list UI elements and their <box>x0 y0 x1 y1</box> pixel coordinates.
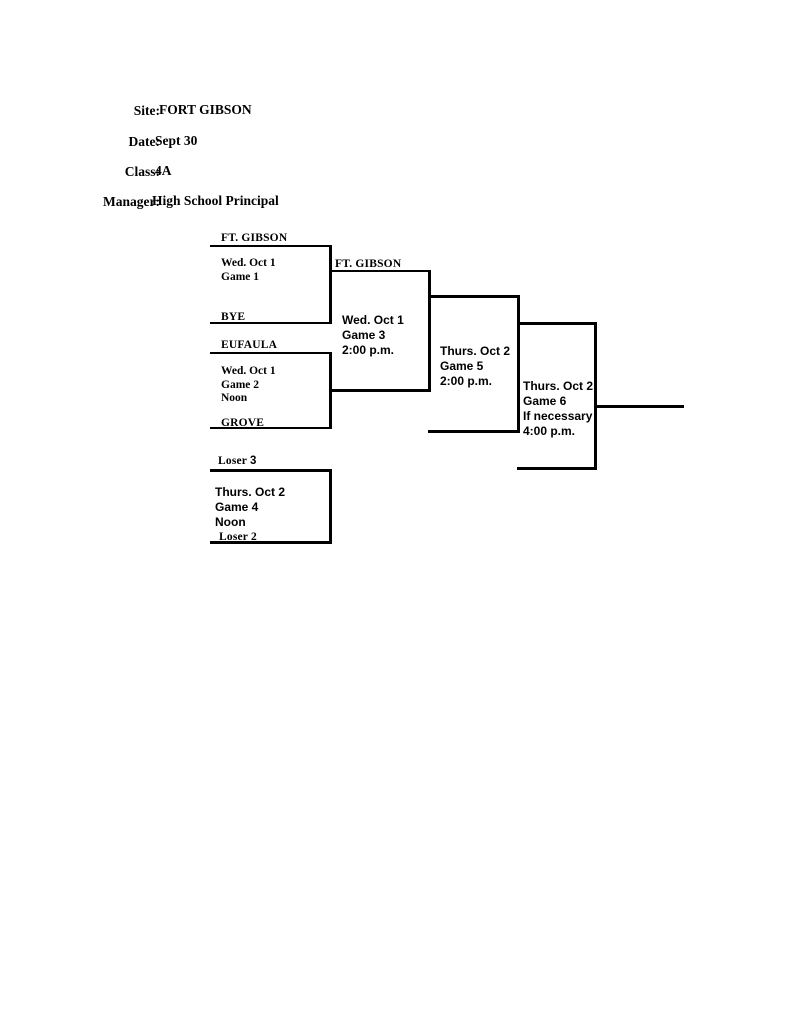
game1-bottom-line <box>210 322 332 324</box>
info-label-wrap-date: Date: <box>78 133 160 151</box>
slot-game2-top: EUFAULA <box>221 339 278 351</box>
game-6-line-3: If necessary <box>523 409 593 423</box>
game4-top-line <box>210 469 332 472</box>
game3-right-line <box>428 270 431 392</box>
slot-game4-top-number: 3 <box>249 455 257 467</box>
game5-bottom-line <box>428 430 520 433</box>
game-3-line-3: 2:00 p.m. <box>342 343 395 357</box>
game5-top-line <box>428 295 520 298</box>
game-2-line-1: Wed. Oct 1 <box>221 365 276 377</box>
game2-bottom-line <box>210 427 332 429</box>
info-value-site: FORT GIBSON <box>159 102 252 117</box>
slot-game1-bottom: BYE <box>221 311 246 323</box>
game1-right-line <box>329 245 332 323</box>
game-2-line-2: Game 2 <box>221 378 260 391</box>
game-6-info: Thurs. Oct 2 Game 6 If necessary 4:00 p.… <box>523 379 593 439</box>
info-row-class: Class: <box>78 163 208 181</box>
game-1-line-2: Game 1 <box>221 270 260 283</box>
game6-top-line <box>517 322 597 325</box>
game2-top-line <box>210 352 332 354</box>
game-3-info: Wed. Oct 1 Game 3 2:00 p.m. <box>342 313 404 358</box>
info-label-wrap-manager: Manager: <box>78 193 160 211</box>
champion-line <box>594 405 684 408</box>
game-4-line-2: Game 4 <box>215 500 259 514</box>
game-4-line-3: Noon <box>215 515 246 529</box>
game-5-line-3: 2:00 p.m. <box>440 374 493 388</box>
info-row-date: Date: <box>78 133 208 151</box>
game-6-line-1: Thurs. Oct 2 <box>523 379 594 393</box>
game3-bottom-line <box>329 389 431 392</box>
game6-bottom-line <box>517 467 597 470</box>
slot-game4-bottom: Loser 2 <box>219 531 257 543</box>
slot-game3-top: FT. GIBSON <box>335 258 402 270</box>
slot-game1-top: FT. GIBSON <box>221 232 288 244</box>
slot-game4-top-prefix: Loser <box>218 455 250 467</box>
game-4-info: Thurs. Oct 2 Game 4 Noon <box>215 485 285 530</box>
game-6-line-4: 4:00 p.m. <box>523 424 576 438</box>
info-value-date: Sept 30 <box>155 133 198 148</box>
game-3-line-2: Game 3 <box>342 328 386 342</box>
info-label-wrap-class: Class: <box>78 163 160 181</box>
game4-right-line <box>329 469 332 543</box>
game-1-info: Wed. Oct 1 Game 1 <box>221 257 276 284</box>
info-row-site: Site: <box>78 102 208 120</box>
info-label-manager: Manager: <box>103 194 160 209</box>
slot-game2-bottom: GROVE <box>221 417 265 429</box>
game-2-info: Wed. Oct 1 Game 2 Noon <box>221 365 276 406</box>
info-label-date: Date: <box>128 134 160 149</box>
game-3-line-1: Wed. Oct 1 <box>342 313 404 327</box>
info-value-manager: High School Principal <box>152 193 279 208</box>
game6-right-line <box>594 322 597 470</box>
info-label-site: Site: <box>133 103 160 118</box>
game-4-line-1: Thurs. Oct 2 <box>215 485 286 499</box>
game5-right-line <box>517 295 520 433</box>
game-1-line-1: Wed. Oct 1 <box>221 257 276 269</box>
game4-bottom-line <box>210 541 332 544</box>
info-label-class: Class: <box>124 164 160 179</box>
slot-game4-top: Loser 3 <box>218 455 257 467</box>
game1-top-line <box>210 245 332 247</box>
info-value-class: 4A <box>155 163 172 178</box>
game-5-line-1: Thurs. Oct 2 <box>440 344 511 358</box>
game-2-line-3: Noon <box>221 392 248 404</box>
info-row-manager: Manager: <box>78 193 208 211</box>
game3-top-line <box>329 270 431 272</box>
game-5-info: Thurs. Oct 2 Game 5 2:00 p.m. <box>440 344 510 389</box>
info-label-wrap-site: Site: <box>78 102 160 120</box>
game-5-line-2: Game 5 <box>440 359 484 373</box>
game-6-line-2: Game 6 <box>523 394 567 408</box>
